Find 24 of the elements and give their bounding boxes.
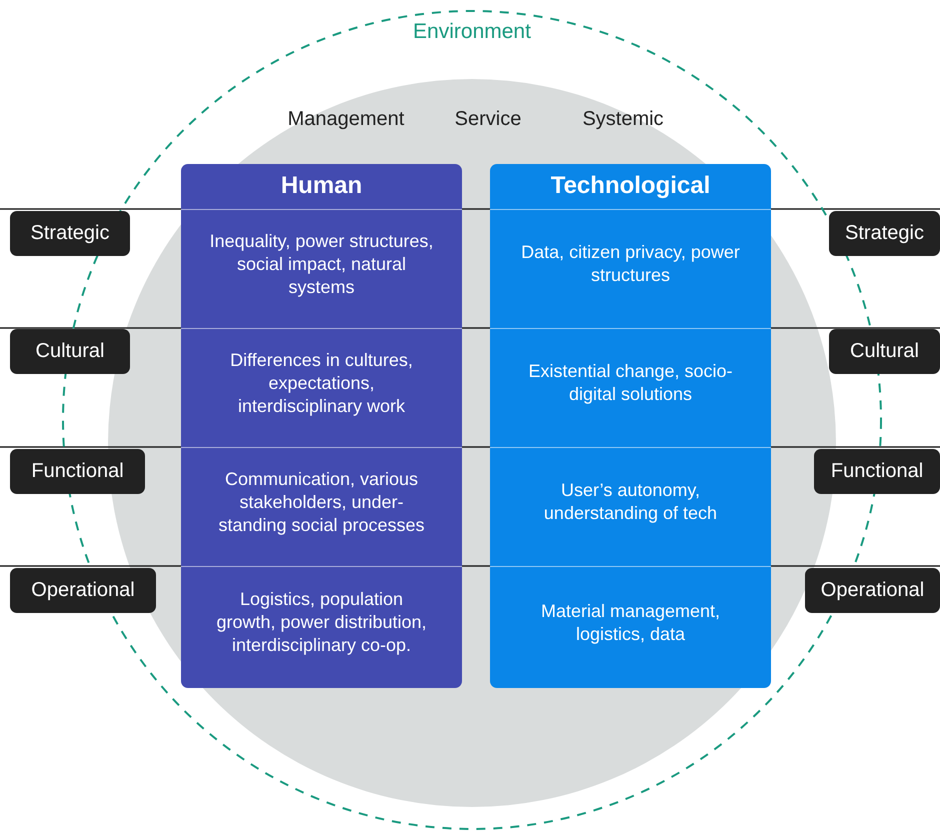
level-tag: Strategic <box>829 211 940 256</box>
cell-text: Existential change, socio-digital solutions <box>527 360 734 406</box>
category-label: Service <box>454 108 522 131</box>
cell-text: Inequality, power structures, social impact, natural systems <box>209 230 434 298</box>
cell-text: Communication, various stakeholders, under-standing social processes <box>217 468 426 536</box>
level-tag: Functional <box>814 449 940 494</box>
column-heading: Human <box>280 171 364 201</box>
level-tag: Cultural <box>10 329 130 374</box>
category-label: Systemic <box>581 108 665 131</box>
level-tag: Operational <box>805 568 940 613</box>
level-tag: Strategic <box>10 211 130 256</box>
level-tag: Cultural <box>829 329 940 374</box>
cell-text: User’s autonomy, understanding of tech <box>542 479 718 525</box>
cell-text: Logistics, population growth, power distribution, interdisciplinary co-op. <box>215 588 428 657</box>
level-tag: Operational <box>10 568 156 613</box>
column-panel <box>490 164 771 688</box>
level-tag: Functional <box>10 449 145 494</box>
environment-label: Environment <box>412 20 532 44</box>
cell-text: Differences in cultures, expectations, interdisciplinary work <box>229 348 414 418</box>
column-panel <box>181 164 462 688</box>
cell-text: Data, citizen privacy, power structures <box>520 241 741 287</box>
column-heading: Technological <box>550 171 712 201</box>
category-label: Management <box>286 108 406 131</box>
cell-text: Material management, logistics, data <box>540 600 722 646</box>
